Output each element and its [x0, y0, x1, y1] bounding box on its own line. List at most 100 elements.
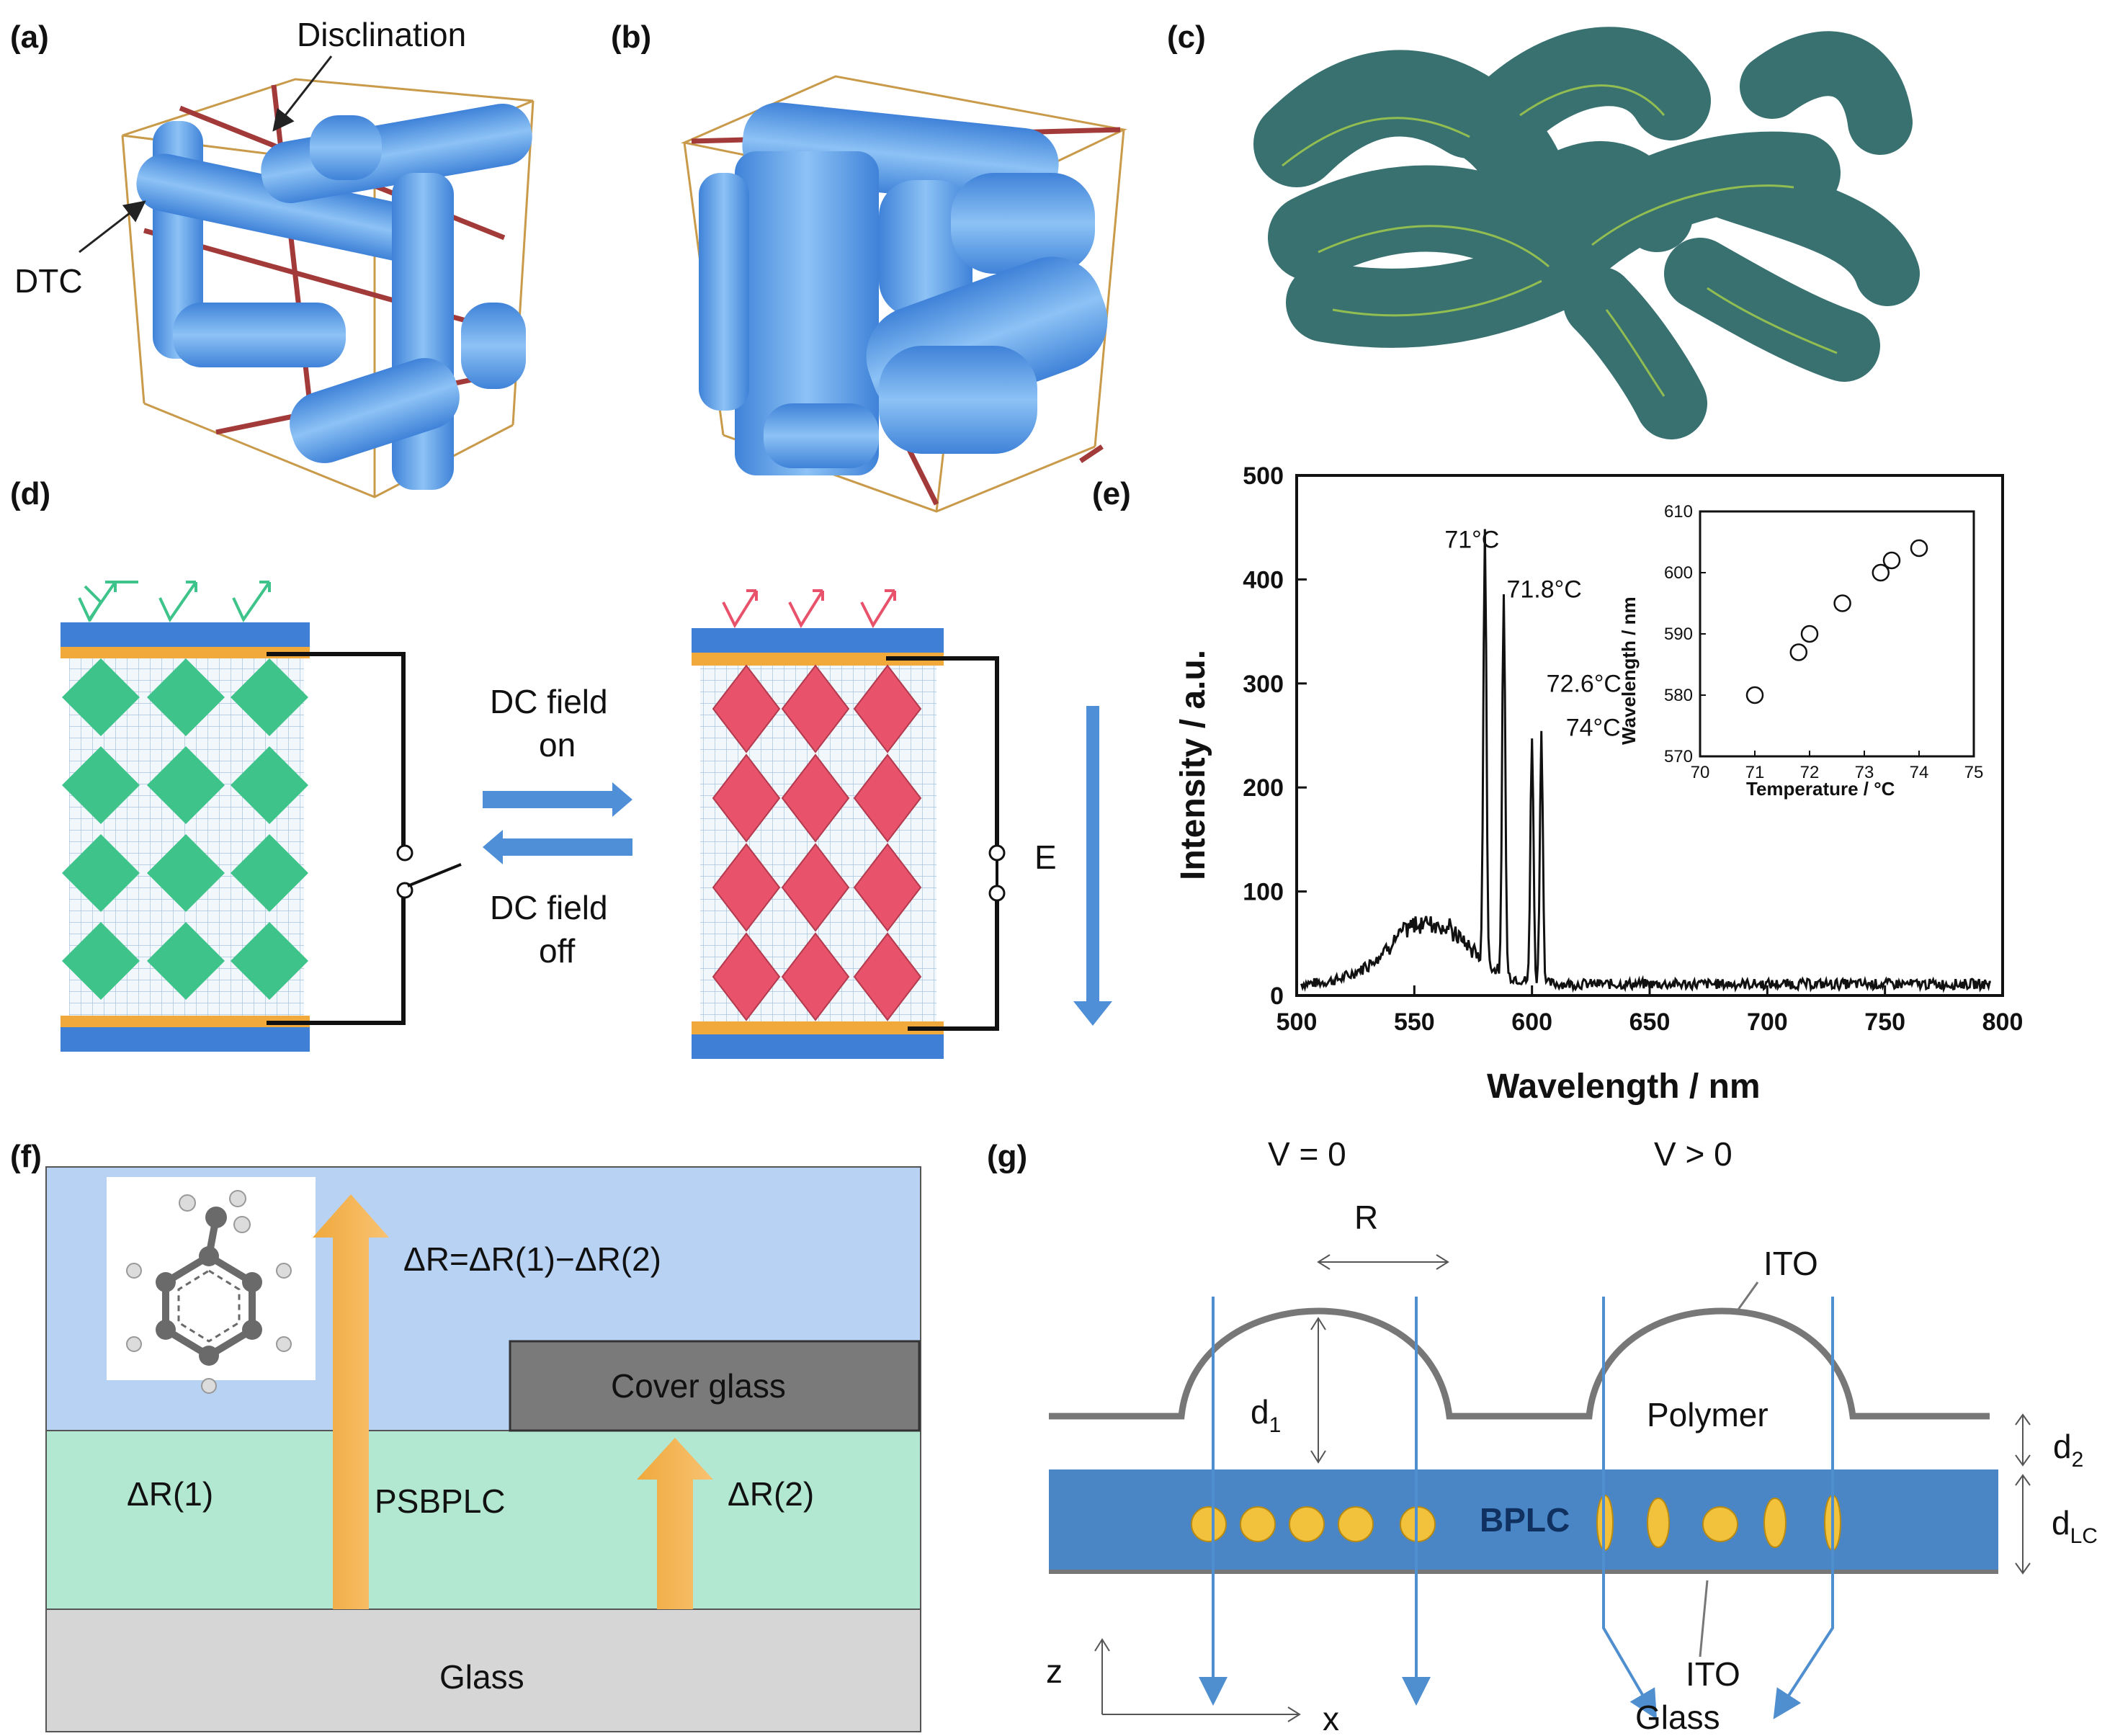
panel-label-c: (c)	[1167, 19, 1206, 55]
r-label: R	[1354, 1199, 1378, 1236]
x-tick-label: 800	[1982, 1008, 2024, 1036]
green-diamond	[62, 834, 140, 912]
ito-bottom-label: ITO	[1686, 1655, 1740, 1693]
peak-label: 71.8°C	[1506, 576, 1581, 604]
red-diamond	[781, 843, 850, 932]
panel-a-blue-phase-cube: Disclination DTC	[14, 16, 535, 498]
cover-glass-label: Cover glass	[611, 1367, 786, 1405]
glass-label-f: Glass	[439, 1658, 524, 1696]
panel-label-a: (a)	[10, 19, 49, 55]
red-diamond	[712, 932, 781, 1021]
green-diamond	[147, 658, 225, 736]
green-diamond	[62, 658, 140, 736]
dc-field-on-label-1: DC field	[490, 683, 608, 720]
inset-data-point	[1800, 625, 1819, 643]
green-diamond	[62, 746, 140, 824]
field-e-label: E	[1034, 838, 1057, 876]
panel-g-lens-diagram: V = 0 V > 0 R BPLC ITO Polymer d1 d2 dLC	[1046, 1135, 2098, 1736]
inset-y-axis-title: Wavelength / nm	[1618, 596, 1640, 745]
inset-x-tick-label: 70	[1691, 763, 1710, 782]
y-tick-label: 400	[1243, 566, 1284, 594]
inset-x-axis-title: Temperature / °C	[1746, 778, 1895, 800]
red-diamond	[853, 753, 922, 843]
x-tick-label: 550	[1394, 1008, 1435, 1036]
panel-f-sensor-diagram: Cover glass ΔR=ΔR(1)−ΔR(2) ΔR(1) PSBPLC …	[45, 1166, 921, 1732]
peak-label: 71°C	[1444, 526, 1499, 553]
panel-c-twisted-structure	[1253, 27, 1920, 439]
green-diamond	[62, 922, 140, 1000]
panel-label-e: (e)	[1092, 476, 1131, 511]
x-tick-label: 650	[1629, 1008, 1671, 1036]
ito-top-label: ITO	[1763, 1245, 1818, 1282]
cell-on-state	[692, 589, 1006, 1059]
dtc-label: DTC	[14, 262, 83, 300]
red-diamond	[781, 932, 850, 1021]
green-diamond	[147, 834, 225, 912]
green-diamond	[231, 834, 308, 912]
inset-data-point	[1833, 594, 1851, 612]
inset-x-tick-label: 75	[1964, 763, 1984, 782]
inset-y-tick-label: 580	[1664, 686, 1693, 705]
peak-label: 74°C	[1566, 714, 1621, 741]
y-tick-label: 200	[1243, 774, 1284, 802]
x-tick-label: 750	[1864, 1008, 1905, 1036]
bplc-label: BPLC	[1480, 1501, 1570, 1539]
inset-y-tick-label: 610	[1664, 502, 1693, 522]
green-diamond	[147, 922, 225, 1000]
red-diamond	[853, 843, 922, 932]
inset-y-tick-label: 570	[1664, 747, 1693, 766]
red-diamond	[853, 664, 922, 753]
dc-field-off-label-2: off	[539, 932, 576, 970]
panel-label-b: (b)	[611, 19, 651, 55]
inset-x-tick-label: 72	[1800, 763, 1820, 782]
psbplc-label: PSBPLC	[375, 1482, 506, 1520]
inset-x-tick-label: 71	[1745, 763, 1765, 782]
red-diamond	[712, 843, 781, 932]
panel-d-switching-diagram: DC field on DC field off	[61, 581, 1112, 1059]
polymer-label: Polymer	[1647, 1396, 1769, 1433]
peak-label: 72.6°C	[1547, 670, 1622, 697]
disclination-label: Disclination	[297, 16, 466, 53]
green-diamond	[231, 922, 308, 1000]
v0-label: V = 0	[1268, 1135, 1346, 1173]
red-diamond	[712, 753, 781, 843]
d2-label: d2	[2053, 1428, 2083, 1472]
x-tick-label: 700	[1747, 1008, 1788, 1036]
green-diamond	[231, 658, 308, 736]
red-diamond	[712, 664, 781, 753]
inset-y-tick-label: 590	[1664, 625, 1693, 644]
delta-r1-label: ΔR(1)	[127, 1475, 213, 1513]
cover-glass	[509, 1340, 921, 1432]
red-diamond	[781, 664, 850, 753]
x-axis-title: Wavelength / nm	[1487, 1068, 1761, 1106]
delta-r2-label: ΔR(2)	[728, 1475, 814, 1513]
x-tick-label: 500	[1276, 1008, 1318, 1036]
x-axis-label: x	[1323, 1700, 1339, 1736]
polymer-lens-surface	[1049, 1307, 1990, 1420]
panel-label-f: (f)	[10, 1139, 42, 1174]
vpos-label: V > 0	[1654, 1135, 1732, 1173]
inset-x-tick-label: 74	[1910, 763, 1929, 782]
dc-field-off-label-1: DC field	[490, 889, 608, 926]
green-diamond	[147, 746, 225, 824]
red-diamond	[853, 932, 922, 1021]
inset-data-point	[1910, 539, 1928, 558]
inset-data-point	[1789, 643, 1808, 661]
green-diamond	[231, 746, 308, 824]
panel-b-blue-phase-cube	[681, 75, 1127, 513]
spectrum-line	[1300, 529, 1991, 993]
red-diamond	[781, 753, 850, 843]
panel-label-g: (g)	[987, 1139, 1027, 1174]
y-tick-label: 300	[1243, 671, 1284, 698]
inset-data-point	[1872, 563, 1890, 582]
z-axis-label: z	[1046, 1652, 1063, 1690]
glass-label-g: Glass	[1635, 1699, 1720, 1736]
panel-label-d: (d)	[10, 476, 50, 511]
x-tick-label: 600	[1511, 1008, 1552, 1036]
cell-off-state	[61, 581, 462, 1052]
y-tick-label: 0	[1270, 983, 1284, 1010]
inset-frame	[1699, 510, 1975, 758]
delta-r-equation: ΔR=ΔR(1)−ΔR(2)	[403, 1240, 661, 1278]
y-axis-title: Intensity / a.u.	[1174, 650, 1212, 880]
